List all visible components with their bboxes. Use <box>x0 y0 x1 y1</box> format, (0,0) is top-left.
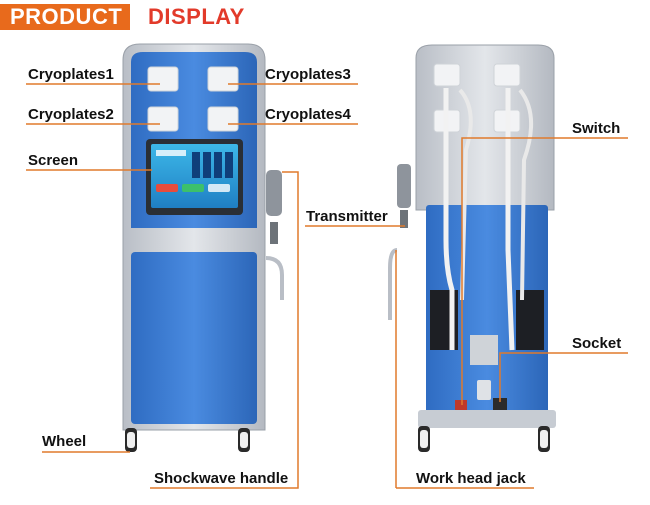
leader-switch <box>461 137 628 405</box>
label-transmitter: Transmitter <box>306 208 388 225</box>
back-wheel-left-icon <box>418 426 430 452</box>
leader-lines <box>26 83 628 489</box>
cryoplate-2-icon <box>147 106 179 132</box>
header-display: DISPLAY <box>148 4 245 29</box>
cryoplate-3-icon <box>207 66 239 92</box>
label-socket: Socket <box>572 335 622 352</box>
touch-screen <box>146 139 243 215</box>
shockwave-handle-icon <box>265 170 284 300</box>
header-banner: PRODUCT DISPLAY <box>0 0 650 36</box>
transmitter-icon <box>388 164 411 320</box>
work-head-jack-icon <box>477 380 491 400</box>
cryoplate-4-icon <box>207 106 239 132</box>
power-switch-icon <box>455 400 467 410</box>
leader-socket <box>499 352 628 402</box>
power-socket-icon <box>493 398 507 410</box>
header-product: PRODUCT <box>0 4 131 30</box>
front-wheel-right-icon <box>238 428 250 452</box>
back-machine <box>388 44 556 452</box>
front-wheel-left-icon <box>125 428 137 452</box>
label-cryoplates4: Cryoplates4 <box>265 106 351 123</box>
label-cryoplates1: Cryoplates1 <box>28 66 114 83</box>
cryoplate-1-icon <box>147 66 179 92</box>
label-shockwave-handle: Shockwave handle <box>154 470 289 487</box>
label-work-head-jack: Work head jack <box>416 470 526 487</box>
label-cryoplates2: Cryoplates2 <box>28 106 114 123</box>
cooling-pipes-icon <box>443 88 534 351</box>
label-cryoplates3: Cryoplates3 <box>265 66 351 83</box>
label-wheel: Wheel <box>42 433 87 450</box>
label-screen: Screen <box>28 152 79 169</box>
leader-shockwave-handle <box>150 171 299 489</box>
front-machine <box>122 43 284 452</box>
label-switch: Switch <box>572 120 621 137</box>
back-wheel-right-icon <box>538 426 550 452</box>
